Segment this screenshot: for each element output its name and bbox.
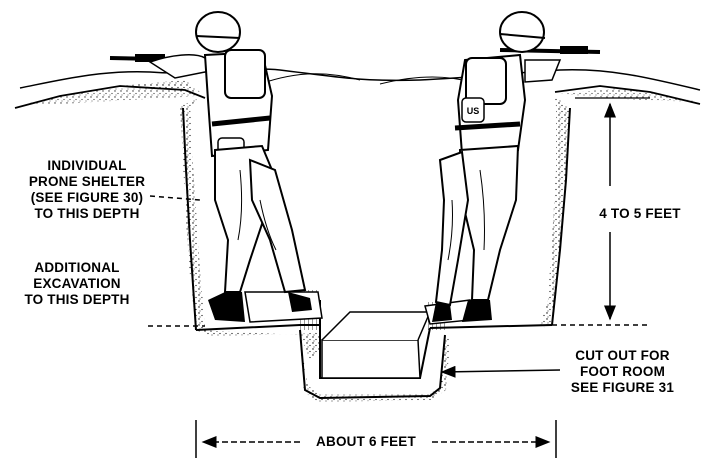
foot-room-arrow xyxy=(440,365,561,378)
width-dimension xyxy=(195,420,557,458)
helmet xyxy=(499,11,545,53)
right-soldier-marking: US xyxy=(467,106,480,116)
helmet xyxy=(195,11,241,53)
prone-shelter-label: INDIVIDUAL PRONE SHELTER (SEE FIGURE 30)… xyxy=(28,158,146,221)
width-label: ABOUT 6 FEET xyxy=(316,434,416,449)
additional-excavation-label: ADDITIONAL EXCAVATION TO THIS DEPTH xyxy=(24,260,130,307)
left-soldier: US xyxy=(109,11,312,322)
foot-room-label: CUT OUT FOR FOOT ROOM SEE FIGURE 31 xyxy=(570,348,675,395)
right-soldier: US xyxy=(432,11,601,322)
depth-label: 4 TO 5 FEET xyxy=(599,206,681,221)
backpack xyxy=(465,57,507,105)
depth-guides xyxy=(148,97,650,327)
ground-surface xyxy=(14,68,701,109)
backpack xyxy=(224,49,266,99)
canteen xyxy=(461,97,485,123)
trench-walls xyxy=(180,96,571,331)
